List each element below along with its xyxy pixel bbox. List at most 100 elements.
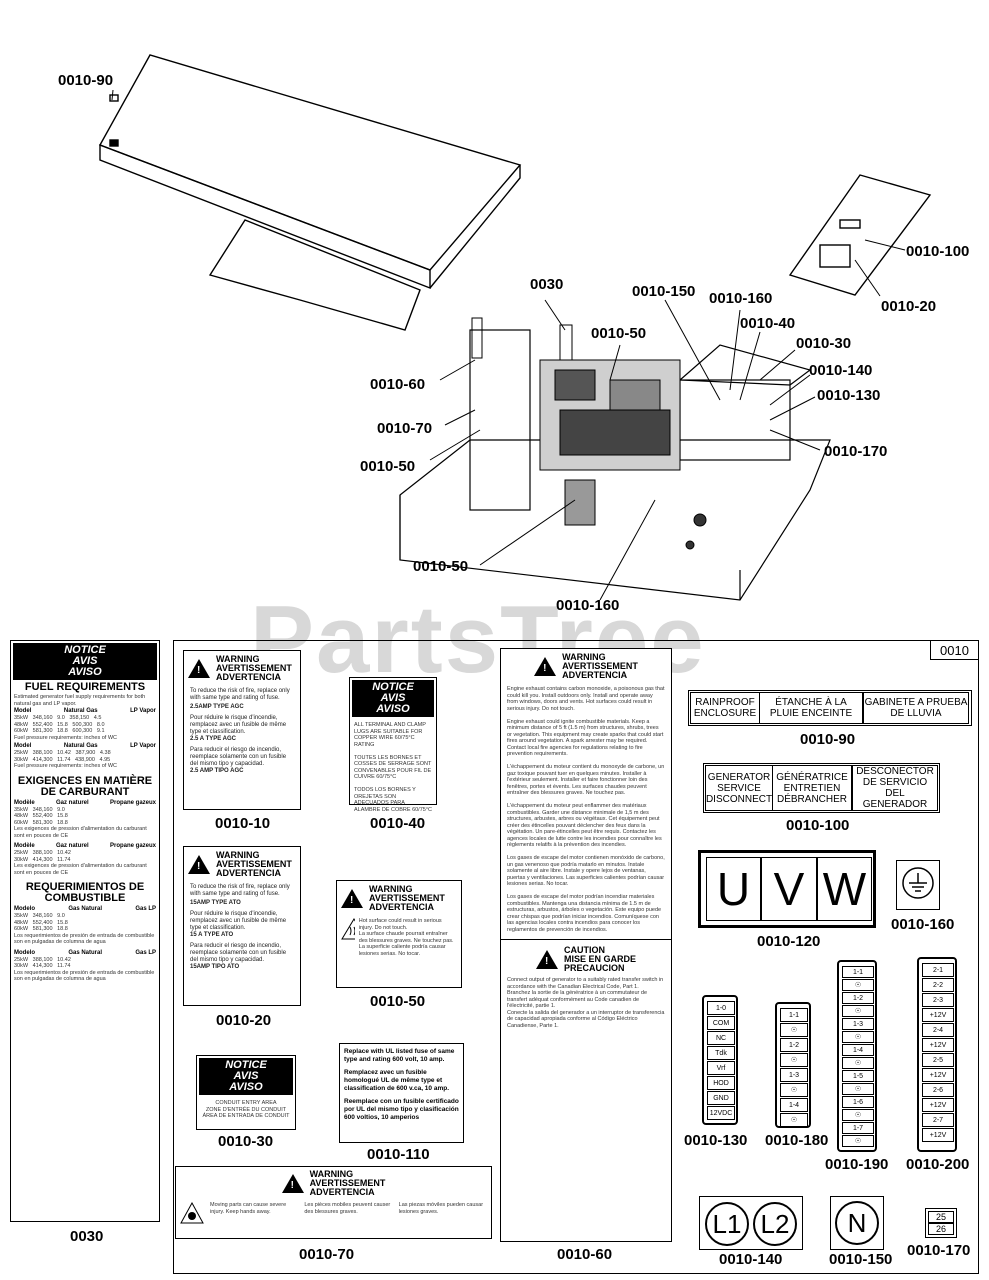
label-0010-130: 0010-130 xyxy=(684,1132,748,1149)
label-0010-90: 0010-90 xyxy=(800,731,856,748)
leader-lines xyxy=(111,89,906,601)
phase-u-mark: U xyxy=(706,857,761,921)
terminal-label: 2-3 xyxy=(922,993,954,1007)
decal-0010-180: 1-1 ☉ 1-2 ☉ 1-3 ☉ 1-4 ☉ xyxy=(775,1002,811,1128)
terminal-label: 1-2 xyxy=(780,1038,808,1052)
terminal-label: +12V xyxy=(922,1128,954,1142)
rainproof-cell-es: GABINETE A PRUEBA DE LLUVIA xyxy=(863,692,969,724)
label-0010-20: 0010-20 xyxy=(216,1012,272,1029)
callout-0010-70: 0010-70 xyxy=(377,420,433,437)
disconnect-cell-en: GENERATOR SERVICE DISCONNECT xyxy=(705,765,773,811)
terminal-label: 1-4 xyxy=(842,1044,874,1056)
label-0010-190: 0010-190 xyxy=(825,1156,889,1173)
callout-0010-90: 0010-90 xyxy=(58,72,114,89)
label-0010-30: 0010-30 xyxy=(218,1133,274,1150)
ground-symbol-icon xyxy=(902,867,934,899)
terminal-ground-mark: ☉ xyxy=(842,979,874,991)
terminal-25-mark: 25 xyxy=(928,1211,954,1223)
label-0010-40: 0010-40 xyxy=(370,815,426,832)
terminal-ground-mark: ☉ xyxy=(842,1109,874,1121)
terminal-label: NC xyxy=(707,1031,735,1045)
warning-triangle-icon xyxy=(188,659,210,678)
terminal-label: COM xyxy=(707,1016,735,1030)
l2-mark: L2 xyxy=(753,1202,797,1246)
engine-assembly xyxy=(539,359,707,550)
terminal-label: GND xyxy=(707,1091,735,1105)
decal-0010-200: 2-1 2-2 2-3 +12V 2-4 +12V 2-5 +12V 2-6 +… xyxy=(917,957,957,1152)
terminal-label: HOD xyxy=(707,1076,735,1090)
rainproof-cell-fr: ÉTANCHE À LA PLUIE ENCEINTE xyxy=(759,692,863,724)
callout-0010-60: 0010-60 xyxy=(370,376,426,393)
decal-0010-190: 1-1 ☉ 1-2 ☉ 1-3 ☉ 1-4 ☉ 1-5 ☉ 1-6 ☉ 1-7 … xyxy=(837,960,877,1152)
exploded-view-drawing xyxy=(98,54,932,601)
rainproof-cell-en: RAINPROOF ENCLOSURE xyxy=(690,692,760,724)
terminal-label: 2-1 xyxy=(922,963,954,977)
terminal-ground-mark: ☉ xyxy=(842,1057,874,1069)
fuel-notice-header: NOTICE AVIS AVISO xyxy=(13,643,157,680)
door-panel xyxy=(788,174,932,296)
callout-0010-130: 0010-130 xyxy=(817,387,881,404)
enclosure-base xyxy=(399,329,831,601)
callout-0030: 0030 xyxy=(530,276,564,293)
decal-0010-110: Replace with UL listed fuse of same type… xyxy=(339,1043,464,1143)
roof-panel xyxy=(98,54,522,331)
terminal-ground-mark: ☉ xyxy=(842,1135,874,1147)
terminal-label: 2-6 xyxy=(922,1083,954,1097)
decal-0010-130: 1-0 COM NC Tdk Vrf HOD GND 12VDC xyxy=(702,995,738,1125)
label-0010-150: 0010-150 xyxy=(829,1251,893,1268)
terminal-label: Vrf xyxy=(707,1061,735,1075)
terminal-ground-mark: ☉ xyxy=(842,1031,874,1043)
terminal-label: 12VDC xyxy=(707,1106,735,1120)
warning-triangle-icon xyxy=(281,1174,304,1193)
terminal-label: +12V xyxy=(922,1098,954,1112)
terminal-label: 1-6 xyxy=(842,1096,874,1108)
label-0010-180: 0010-180 xyxy=(765,1132,829,1149)
terminal-label: 1-7 xyxy=(842,1122,874,1134)
disconnect-cell-fr: GÉNÉRATRICE ENTRETIEN DÉBRANCHER xyxy=(772,765,852,811)
terminal-label: 2-4 xyxy=(922,1023,954,1037)
decal-0010-140: L1 L2 xyxy=(699,1196,803,1250)
terminal-ground-mark: ☉ xyxy=(842,1083,874,1095)
warning-triangle-icon xyxy=(534,657,557,676)
terminal-label: 1-1 xyxy=(842,966,874,978)
terminal-label: +12V xyxy=(922,1008,954,1022)
callout-0010-50-left: 0010-50 xyxy=(360,458,416,475)
neutral-mark: N xyxy=(835,1201,879,1245)
terminal-ground-mark: ☉ xyxy=(780,1023,808,1037)
terminal-ground-mark: ☉ xyxy=(780,1053,808,1067)
label-0010-50: 0010-50 xyxy=(370,993,426,1010)
warning-triangle-icon xyxy=(188,855,210,874)
callout-0010-20: 0010-20 xyxy=(881,298,937,315)
decal-0010-100: GENERATOR SERVICE DISCONNECT GÉNÉRATRICE… xyxy=(703,763,940,813)
disconnect-cell-es: DESCONECTOR DE SERVICIO DEL GENERADOR xyxy=(852,765,938,811)
label-0010-10: 0010-10 xyxy=(215,815,271,832)
label-0030: 0030 xyxy=(70,1228,104,1245)
terminal-ground-mark: ☉ xyxy=(842,1005,874,1017)
label-0010-110: 0010-110 xyxy=(367,1146,430,1163)
callout-0010-150: 0010-150 xyxy=(632,283,696,300)
label-0010-160: 0010-160 xyxy=(891,916,955,933)
callout-0010-160-bottom: 0010-160 xyxy=(556,597,620,614)
decal-0010-170: 25 26 xyxy=(925,1208,957,1238)
terminal-ground-mark: ☉ xyxy=(780,1083,808,1097)
terminal-26-mark: 26 xyxy=(928,1223,954,1235)
fuel-title-en: FUEL REQUIREMENTS xyxy=(24,681,146,693)
warning-triangle-icon xyxy=(341,889,363,908)
decal-0010-120: U V W xyxy=(698,850,876,928)
terminal-label: +12V xyxy=(922,1068,954,1082)
callout-0010-100: 0010-100 xyxy=(906,243,970,260)
l1-mark: L1 xyxy=(705,1202,749,1246)
hand-hazard-icon xyxy=(180,1202,204,1224)
caution-triangle-icon xyxy=(535,950,558,969)
callout-0010-160-top: 0010-160 xyxy=(709,290,773,307)
terminal-label: +12V xyxy=(922,1038,954,1052)
decal-0010-90: RAINPROOF ENCLOSURE ÉTANCHE À LA PLUIE E… xyxy=(688,690,972,726)
